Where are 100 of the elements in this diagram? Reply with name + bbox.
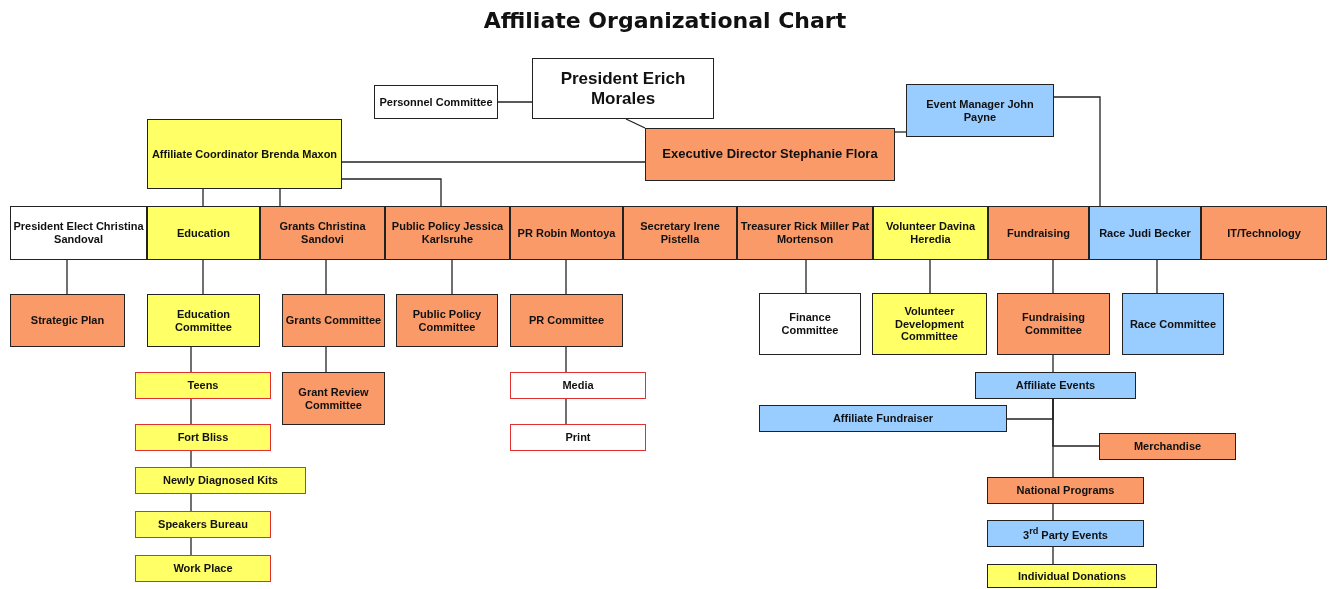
org-box: [987, 564, 1157, 588]
org-box: [759, 405, 1007, 432]
org-box: [282, 372, 385, 425]
connector-line: [202, 188, 204, 207]
org-box: [396, 294, 498, 347]
connector-line: [1052, 259, 1054, 294]
box-label: Treasurer Rick Miller Pat Mortenson: [740, 220, 870, 246]
org-box: [135, 372, 271, 399]
box-label: Volunteer Davina Heredia: [884, 220, 977, 246]
box-label: Grants Committee: [285, 314, 382, 327]
box-label: Affiliate Coordinator Brenda Maxon: [151, 147, 338, 161]
box-label: 3$^{rd}$ Party Events: [1023, 525, 1108, 542]
box-label: Secretary Irene Pistella: [639, 220, 721, 246]
org-box: [988, 206, 1089, 260]
connector-line: [1156, 259, 1158, 294]
org-box: [645, 128, 895, 181]
connector-line: [1052, 354, 1054, 373]
box-label: Individual Donations: [1017, 569, 1127, 583]
box-label: National Programs: [1016, 484, 1115, 497]
org-box: [282, 294, 385, 347]
chart-title: Affiliate Organizational Chart: [482, 8, 848, 33]
org-box: [135, 467, 306, 494]
org-box: [1089, 206, 1201, 260]
org-box: [147, 294, 260, 347]
connector-line: [190, 346, 192, 373]
org-box: [10, 206, 147, 260]
connector-line: [929, 259, 931, 294]
org-box: [623, 206, 737, 260]
box-label: Fundraising: [1007, 226, 1070, 240]
connector-line: [325, 346, 327, 373]
org-box: [1122, 293, 1224, 355]
connector-line: [341, 178, 442, 207]
org-box: [260, 206, 385, 260]
box-label: Finance Committee: [780, 311, 840, 337]
connector-line: [805, 259, 807, 294]
org-box: [385, 206, 510, 260]
connector-line: [625, 118, 646, 129]
box-label: Personnel Committee: [379, 95, 493, 109]
box-label: Public Policy Committee: [411, 307, 483, 334]
org-box: [135, 511, 271, 538]
org-box: [1099, 433, 1236, 460]
box-label: Strategic Plan: [30, 314, 105, 327]
box-label: PR Robin Montoya: [517, 226, 616, 240]
connector-line: [565, 398, 567, 425]
box-label: Merchandise: [1133, 440, 1202, 453]
box-label: Affiliate Events: [1015, 379, 1096, 392]
org-box: [135, 424, 271, 451]
box-label: Speakers Bureau: [158, 518, 248, 531]
org-box: [510, 372, 646, 399]
connector-line: [66, 259, 68, 295]
connector-line: [1052, 546, 1054, 565]
org-box: [510, 294, 623, 347]
connector-line: [451, 259, 453, 295]
box-label: Grant Review Committee: [297, 385, 370, 412]
org-box: [759, 293, 861, 355]
connector-line: [1052, 398, 1054, 478]
box-label: Volunteer Development Committee: [893, 305, 966, 343]
org-box: [147, 206, 260, 260]
box-label: PR Committee: [528, 314, 605, 327]
connector-line: [1053, 96, 1101, 207]
org-box: [975, 372, 1136, 399]
org-box: [906, 84, 1054, 137]
box-label: Grants Christina Sandovi: [278, 220, 367, 246]
box-label: President Elect Christina Sandoval: [13, 220, 144, 246]
box-label: Education Committee: [174, 307, 233, 334]
box-label: President Erich Morales: [559, 68, 687, 109]
connector-line: [341, 161, 646, 163]
connector-line: [565, 346, 567, 373]
connector-line: [190, 398, 192, 425]
box-label: Race Committee: [1129, 317, 1217, 331]
org-box: [997, 293, 1110, 355]
org-box: [374, 85, 498, 119]
org-box: [1201, 206, 1327, 260]
connector-line: [894, 131, 907, 133]
connector-line: [190, 537, 192, 556]
connector-line: [202, 259, 204, 295]
connector-line: [497, 101, 533, 103]
org-box: [510, 424, 646, 451]
org-box: [147, 119, 342, 189]
box-label: Public Policy Jessica Karlsruhe: [390, 220, 505, 246]
connector-line: [190, 493, 192, 512]
org-box: [532, 58, 714, 119]
connector-line: [190, 450, 192, 468]
box-label: Print: [565, 431, 591, 444]
box-label: Media: [562, 379, 594, 392]
box-label: Education: [176, 226, 231, 240]
box-label: Race Judi Becker: [1099, 226, 1191, 240]
box-label: Newly Diagnosed Kits: [163, 474, 278, 487]
box-label: Fundraising Committee: [1021, 311, 1086, 337]
org-box: [510, 206, 623, 260]
box-label: Event Manager John Payne: [925, 97, 1035, 124]
org-box: [873, 206, 988, 260]
connector-line: [279, 188, 281, 207]
org-box: [10, 294, 125, 347]
org-box: [987, 520, 1144, 547]
box-label: IT/Technology: [1227, 226, 1301, 240]
connector-line: [325, 259, 327, 295]
connector-line: [1052, 503, 1054, 521]
box-label: Affiliate Fundraiser: [832, 412, 934, 425]
connector-line: [565, 259, 567, 295]
